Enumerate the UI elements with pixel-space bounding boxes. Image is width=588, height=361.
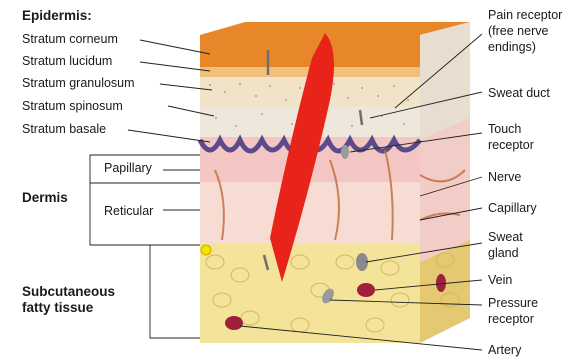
stratum-granulosum-label: Stratum granulosum	[22, 76, 135, 91]
vein-side	[436, 274, 446, 292]
capillary-label: Capillary	[488, 201, 537, 216]
pain-receptor-label-3: endings)	[488, 40, 536, 55]
sweat-gland-label-1: Sweat	[488, 230, 523, 245]
stratum-spinosum-label: Stratum spinosum	[22, 99, 123, 114]
reticular-label: Reticular	[104, 204, 153, 219]
touch-receptor-shape	[341, 145, 349, 159]
papillary-label: Papillary	[104, 161, 152, 176]
pain-receptor-label-1: Pain receptor	[488, 8, 562, 23]
reticular-dermis-layer	[200, 182, 420, 244]
pressure-receptor-label-1: Pressure	[488, 296, 538, 311]
stratum-corneum-label: Stratum corneum	[22, 32, 118, 47]
subcutaneous-label-line1: Subcutaneous	[22, 284, 115, 299]
subcutaneous-bracket	[150, 245, 200, 338]
nerve-label: Nerve	[488, 170, 521, 185]
side-face-dermis	[420, 118, 470, 262]
stratum-basale-label: Stratum basale	[22, 122, 106, 137]
stratum-corneum-layer	[200, 35, 420, 67]
stratum-lucidum-label: Stratum lucidum	[22, 54, 112, 69]
vein-shape	[357, 283, 375, 297]
vein-label: Vein	[488, 273, 512, 288]
yellow-marker	[201, 245, 211, 255]
artery-label: Artery	[488, 343, 521, 358]
artery-shape	[225, 316, 243, 330]
sweat-duct-label: Sweat duct	[488, 86, 550, 101]
pain-receptor-label-2: (free nerve	[488, 24, 548, 39]
sweat-gland-label-2: gland	[488, 246, 519, 261]
pressure-receptor-label-2: receptor	[488, 312, 534, 327]
subcutaneous-label-line2: fatty tissue	[22, 300, 93, 315]
touch-receptor-label-2: receptor	[488, 138, 534, 153]
epidermis-label: Epidermis:	[22, 8, 92, 23]
touch-receptor-label-1: Touch	[488, 122, 521, 137]
dermis-label: Dermis	[22, 190, 68, 205]
